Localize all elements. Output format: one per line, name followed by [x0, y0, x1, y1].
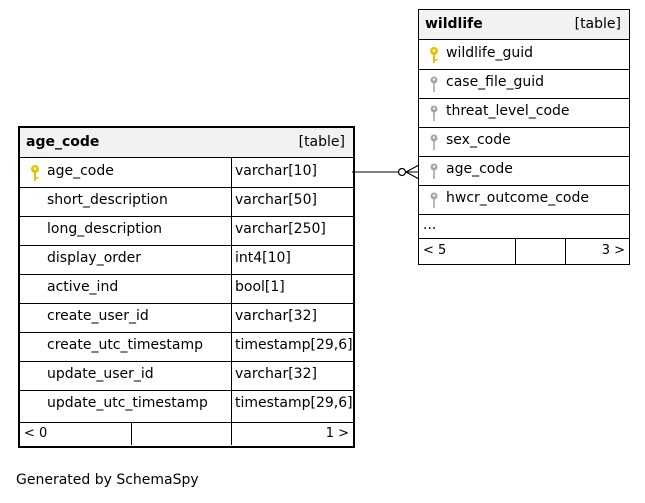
column-row: update_utc_timestamp timestamp[29,6]: [20, 390, 353, 419]
column-name: update_utc_timestamp: [47, 395, 208, 411]
wildlife-table[interactable]: wildlife [table] wildlife_guid case_file…: [418, 9, 630, 265]
column-type: varchar[32]: [235, 308, 317, 324]
column-name: wildlife_guid: [446, 45, 533, 61]
column-row: age_code: [419, 156, 629, 186]
age-code-table[interactable]: age_code [table] age_code varchar[10] sh…: [18, 126, 355, 448]
column-type: timestamp[29,6]: [235, 337, 353, 353]
column-name: long_description: [47, 221, 163, 237]
column-type: varchar[50]: [235, 192, 317, 208]
column-row: sex_code: [419, 127, 629, 157]
footer-divider: [131, 423, 132, 445]
table-footer: < 5 3 >: [419, 238, 629, 264]
column-type: bool[1]: [235, 279, 285, 295]
foreign-key-icon: [430, 163, 438, 179]
column-name: create_user_id: [47, 308, 149, 324]
column-row: display_order int4[10]: [20, 245, 353, 275]
foreign-key-icon: [430, 76, 438, 92]
column-name: age_code: [446, 161, 513, 177]
column-row: hwcr_outcome_code: [419, 185, 629, 215]
table-footer: < 0 1 >: [20, 422, 353, 445]
foreign-key-icon: [430, 192, 438, 208]
column-row: long_description varchar[250]: [20, 216, 353, 246]
parents-count[interactable]: < 0: [24, 426, 48, 441]
column-type: varchar[250]: [235, 221, 326, 237]
column-name: sex_code: [446, 132, 511, 148]
column-type: varchar[10]: [235, 163, 317, 179]
column-name: age_code: [47, 163, 114, 179]
column-type: int4[10]: [235, 250, 291, 266]
column-name: create_utc_timestamp: [47, 337, 204, 353]
column-row: case_file_guid: [419, 69, 629, 99]
primary-key-icon: [31, 165, 39, 181]
foreign-key-icon: [430, 105, 438, 121]
primary-key-icon: [430, 47, 438, 63]
footer-divider: [515, 239, 516, 264]
column-name: threat_level_code: [446, 103, 570, 119]
column-type: timestamp[29,6]: [235, 395, 353, 411]
children-count[interactable]: 3 >: [601, 243, 625, 258]
column-row: threat_level_code: [419, 98, 629, 128]
parents-count[interactable]: < 5: [423, 243, 447, 258]
table-header: age_code [table]: [20, 128, 353, 158]
column-row: create_utc_timestamp timestamp[29,6]: [20, 332, 353, 362]
column-row: wildlife_guid: [419, 40, 629, 70]
column-name: display_order: [47, 250, 142, 266]
column-type: varchar[32]: [235, 366, 317, 382]
column-divider: [231, 158, 232, 422]
column-name: short_description: [47, 192, 168, 208]
footer-divider: [231, 423, 232, 445]
column-name: case_file_guid: [446, 74, 545, 90]
column-row: age_code varchar[10]: [20, 158, 353, 188]
table-name: wildlife: [425, 16, 483, 32]
generated-by-label: Generated by SchemaSpy: [16, 472, 199, 488]
table-name: age_code: [26, 134, 100, 150]
column-name: active_ind: [47, 279, 119, 295]
column-row: short_description varchar[50]: [20, 187, 353, 217]
column-name: update_user_id: [47, 366, 154, 382]
column-row: create_user_id varchar[32]: [20, 303, 353, 333]
more-columns: ...: [423, 217, 437, 233]
children-count[interactable]: 1 >: [325, 426, 349, 441]
footer-divider: [565, 239, 566, 264]
table-header: wildlife [table]: [419, 10, 629, 40]
column-row: update_user_id varchar[32]: [20, 361, 353, 391]
column-name: hwcr_outcome_code: [446, 190, 589, 206]
foreign-key-icon: [430, 134, 438, 150]
table-kind: [table]: [574, 16, 621, 32]
optional-cardinality-circle: [397, 167, 407, 177]
table-kind: [table]: [298, 134, 345, 150]
column-row: active_ind bool[1]: [20, 274, 353, 304]
